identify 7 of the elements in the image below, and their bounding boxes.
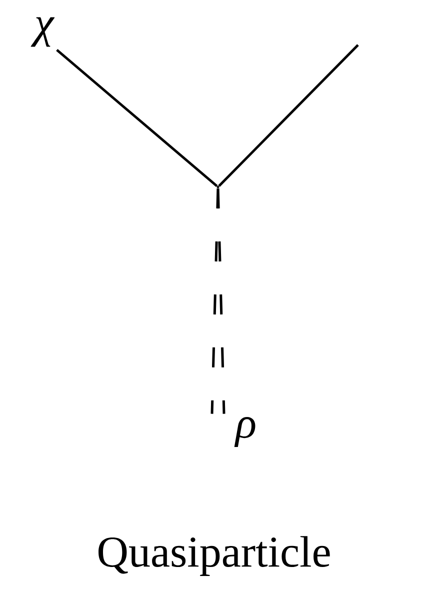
vertex-point: [216, 186, 220, 188]
symbol-label: χ: [30, 17, 55, 47]
symbol-label: ρ: [234, 417, 256, 447]
line: [56, 49, 218, 188]
double-dashed-line: [210, 187, 226, 416]
line: [218, 44, 359, 187]
caption: Quasiparticle: [98, 536, 330, 576]
